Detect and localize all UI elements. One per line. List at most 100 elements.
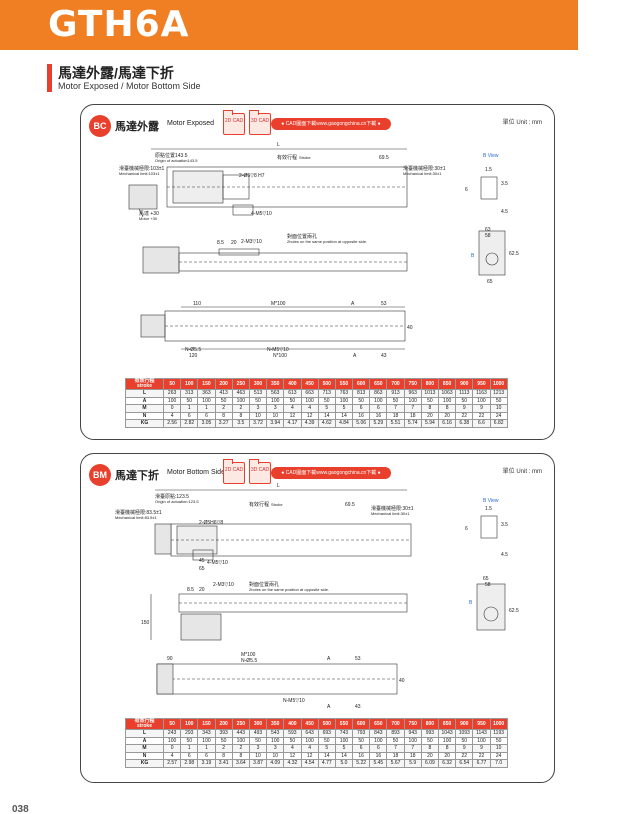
table-cell: 3 (266, 404, 285, 413)
table-cell: 263 (162, 389, 182, 398)
table-cell: 6.09 (420, 759, 440, 768)
cad-2d-button[interactable]: 2D CAD (223, 110, 245, 135)
dim-85: 8.5 (217, 240, 224, 246)
cad-3d-button[interactable]: 3D CAD (249, 459, 271, 484)
table-cell: 7.0 (489, 759, 508, 768)
table-cell: 20 (437, 411, 457, 420)
dim-150: 150 (141, 620, 150, 626)
table-cell: 1063 (437, 389, 457, 398)
dim-43: 43 (381, 353, 387, 359)
table-cell: 6.82 (489, 419, 508, 428)
table-cell: 843 (369, 729, 388, 738)
table-cell: 5 (317, 744, 336, 753)
stroke-cell: 150 (197, 378, 216, 390)
mech-right-en: Mechanical limit:30±1 (371, 511, 410, 516)
section-title-en: Motor Exposed / Motor Bottom Side (58, 81, 201, 91)
dim-6: 6 (465, 187, 468, 193)
dim-A2: A (327, 704, 331, 710)
dim-L-label: L (277, 483, 280, 489)
end-views (478, 176, 506, 276)
table-cell: 3.41 (214, 759, 233, 768)
table-cell: 100 (300, 396, 319, 405)
stroke-cell: 300 (248, 718, 268, 730)
table-cell: 12 (300, 411, 319, 420)
table-cell: 413 (214, 389, 233, 398)
table-cell: 8 (231, 411, 250, 420)
cad-download-link[interactable]: ● CAD圖面下載www.gaogongchina.cn下載 ● (271, 118, 391, 130)
table-cell: 9 (455, 404, 474, 413)
table-cell: 22 (455, 751, 474, 760)
table-cell: 913 (386, 389, 405, 398)
end-views (476, 515, 506, 631)
table-cell: 1093 (455, 729, 474, 738)
table-cell: 14 (334, 751, 354, 760)
table-cell: 3 (248, 404, 268, 413)
table-cell: 5.0 (334, 759, 354, 768)
table-cell: 8 (420, 404, 440, 413)
row-label: L (125, 729, 164, 738)
stroke-cell: 750 (403, 378, 422, 390)
row-label: A (125, 736, 164, 745)
table-cell: 22 (472, 751, 491, 760)
table-cell: 50 (420, 396, 440, 405)
bottom-view (156, 663, 398, 695)
cad-3d-button[interactable]: 3D CAD (249, 110, 271, 135)
stroke-cell: 500 (317, 718, 336, 730)
cad-download-link[interactable]: ● CAD圖面下載www.gaogongchina.cn下載 ● (271, 467, 391, 479)
technical-drawing: L 原點位置143.5 Origin of actuation143.5 有效行… (119, 142, 519, 359)
stroke-cell: 550 (334, 718, 354, 730)
table-cell: 2 (231, 404, 250, 413)
b-view-label: B View (483, 498, 499, 504)
stroke-cell: 750 (403, 718, 422, 730)
dim-m100: M*100 (271, 301, 286, 307)
section-title-zh: 馬達外露/馬達下折 (58, 65, 174, 81)
opposite-zh: 對面位置兩孔 (249, 581, 279, 588)
table-cell: 4 (300, 744, 319, 753)
table-cell: 813 (352, 389, 371, 398)
table-cell: 993 (420, 729, 440, 738)
mech-left-en: Mechanical limit:83.5±1 (115, 515, 158, 520)
dim-53: 53 (355, 656, 361, 662)
table-cell: 1163 (472, 389, 491, 398)
stroke-cell: 700 (386, 718, 405, 730)
cad-2d-button[interactable]: 2D CAD (223, 459, 245, 484)
dim-625: 62.5 (509, 251, 519, 257)
dim-120: 120 (189, 353, 198, 359)
table-cell: 4 (300, 404, 319, 413)
table-cell: 2.82 (180, 419, 199, 428)
dim-A2: A (353, 353, 357, 359)
origin-en: Origin of actuation:123.5 (155, 499, 199, 504)
table-cell: 5.51 (386, 419, 405, 428)
table-cell: 50 (386, 736, 405, 745)
table-cell: 50 (420, 736, 440, 745)
panel-title-zh: 馬達外露 (115, 121, 159, 133)
table-cell: 16 (352, 751, 371, 760)
row-label: KG (125, 759, 164, 768)
table-cell: 593 (283, 729, 302, 738)
table-cell: 6 (369, 744, 388, 753)
table-cell: 3.27 (214, 419, 233, 428)
table-cell: 100 (369, 396, 388, 405)
table-cell: 100 (403, 396, 422, 405)
row-label: N (125, 751, 164, 760)
stroke-cell: 450 (300, 378, 319, 390)
dim-45: 4.5 (501, 552, 508, 558)
table-cell: 100 (162, 736, 182, 745)
table-cell: 793 (352, 729, 371, 738)
dim-43: 43 (355, 704, 361, 710)
dim-65: 65 (483, 576, 489, 582)
stroke-cell: 600 (352, 378, 371, 390)
table-cell: 393 (214, 729, 233, 738)
table-cell: 12 (300, 751, 319, 760)
table-cell: 5.74 (403, 419, 422, 428)
table-cell: 18 (386, 411, 405, 420)
stroke-cell: 100 (180, 718, 199, 730)
mech-left-zh: 滑臺機械極限:83.5±1 (115, 509, 162, 516)
table-cell: 10 (248, 751, 268, 760)
table-cell: 6 (369, 404, 388, 413)
table-cell: 4 (283, 744, 302, 753)
table-cell: 100 (472, 736, 491, 745)
stroke-en: Stroke (271, 502, 283, 507)
